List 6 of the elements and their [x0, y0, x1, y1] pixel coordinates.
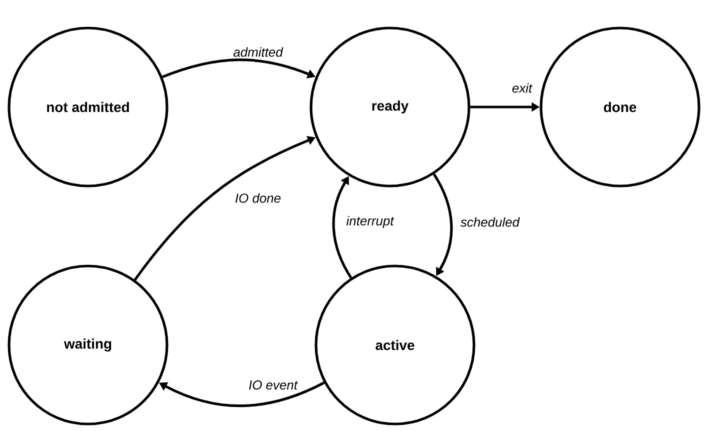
edge-label: scheduled [459, 216, 521, 228]
edge-label: interrupt [345, 214, 395, 230]
edge-label: IO done [234, 192, 282, 204]
edge-label: IO event [248, 379, 298, 391]
edge-label: exit [510, 82, 534, 94]
edge-label: admitted [232, 46, 284, 58]
